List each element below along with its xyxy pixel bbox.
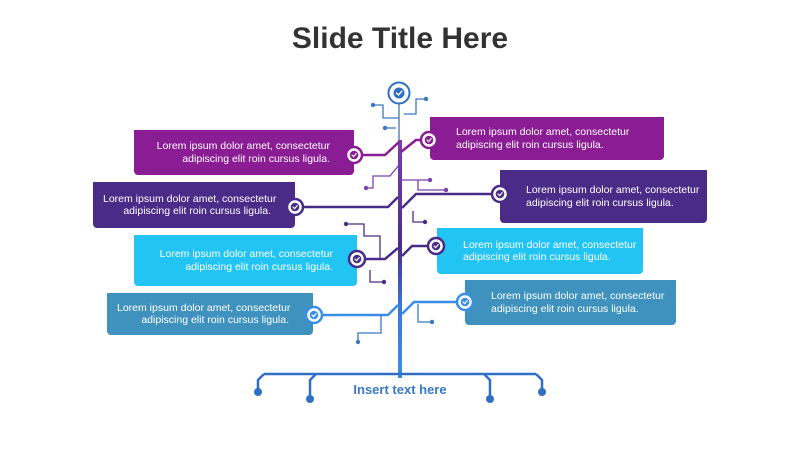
text-box-line: adipiscing elit roin cursus ligula. [463,251,611,263]
check-circle-icon [426,236,446,256]
text-box-line: adipiscing elit roin cursus ligula. [185,260,333,273]
tree-trunk [398,140,402,378]
text-box-left-1: Lorem ipsum dolor amet, consectetur adip… [134,130,354,175]
text-box-line: Lorem ipsum dolor amet, consectetur [456,126,630,138]
slide-title: Slide Title Here [291,22,509,55]
text-box-line: adipiscing elit roin cursus ligula. [456,138,604,151]
text-box-left-2: Lorem ipsum dolor amet, consectetur adip… [93,182,295,228]
text-box-line: adipiscing elit roin cursus ligula. [182,152,330,165]
check-circle-icon [347,249,367,269]
tree-roots [256,372,544,399]
text-box-line: Lorem ipsum dolor amet, consectetur [117,301,291,314]
text-box-line: Lorem ipsum dolor amet, consectetur [463,238,637,251]
check-circle-icon [285,197,305,217]
text-box-left-3: Lorem ipsum dolor amet, consectetur adip… [134,235,357,286]
root-end-dot [486,395,494,403]
check-circle-icon [490,184,510,204]
text-box-right-4: Lorem ipsum dolor amet, consectetur adip… [465,280,676,325]
check-circle-icon [387,81,411,105]
text-box-right-3: Lorem ipsum dolor amet, consectetur adip… [437,228,643,274]
text-box-right-2: Lorem ipsum dolor amet, consectetur adip… [500,170,707,223]
text-box-line: adipiscing elit roin cursus ligula. [123,205,271,217]
root-end-dot [306,395,314,403]
text-box-right-1: Lorem ipsum dolor amet, consectetur adip… [430,117,664,160]
check-circle-icon [304,305,324,325]
text-box-left-4: Lorem ipsum dolor amet, consectetur adip… [107,293,313,335]
text-box-line: Lorem ipsum dolor amet, consectetur [159,248,333,260]
check-circle-icon [455,292,475,312]
footer-text: Insert text here [353,382,447,397]
text-box-line: adipiscing elit roin cursus ligula. [526,196,674,209]
text-box-line: adipiscing elit roin cursus ligula. [491,302,639,315]
check-circle-icon [419,130,439,150]
text-box-line: Lorem ipsum dolor amet, consectetur [103,192,277,205]
text-box-line: Lorem ipsum dolor amet, consectetur [491,290,665,302]
root-end-dot [254,388,262,396]
top-circuit-lines [373,98,426,140]
text-box-line: Lorem ipsum dolor amet, consectetur [156,140,330,152]
check-circle-icon [344,145,364,165]
text-box-line: Lorem ipsum dolor amet, consectetur [526,184,700,196]
root-end-dot [538,388,546,396]
text-box-line: adipiscing elit roin cursus ligula. [141,314,289,326]
